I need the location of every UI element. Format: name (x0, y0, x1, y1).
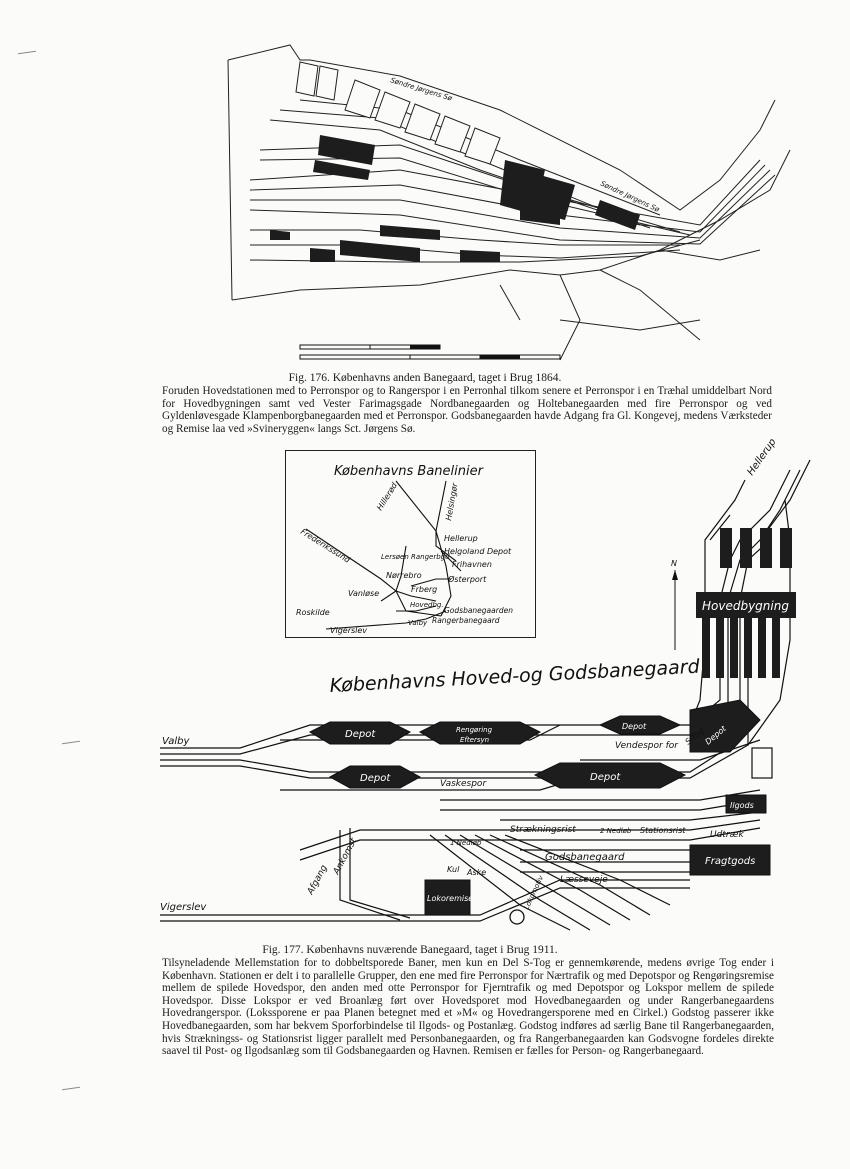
label-ilgods: Ilgods (730, 801, 754, 810)
label-vaskespor: Vaskespor (440, 779, 487, 789)
inset-place: Frberg (411, 585, 437, 594)
label-vendespor: Vendespor for (615, 741, 679, 751)
fig176-caption-title: Fig. 176. Københavns anden Banegaard, ta… (288, 372, 562, 384)
label-kul: Kul (447, 865, 460, 874)
label-rengoring: Rengøring (456, 726, 493, 734)
label-depot-2: Depot (360, 773, 391, 784)
depot-block (598, 715, 682, 735)
inset-place: Vanløse (348, 589, 379, 598)
fig177-plan: Københavns Hoved-og Godsbanegaard N (160, 437, 811, 931)
inset-place: Valby (408, 619, 428, 627)
label-aske: Aske (466, 868, 486, 877)
label-afgang: Afgang (305, 863, 329, 897)
inset-place: Frihavnen (452, 560, 492, 569)
hovedbygning-block: Hovedbygning (696, 528, 796, 678)
label-lokoremise: Lokoremise (427, 894, 473, 903)
inset-place: Hellerup (444, 534, 478, 543)
label-valby: Valby (162, 736, 190, 747)
label-depot-1: Depot (345, 729, 376, 740)
inset-place: Lersøen Rangerbgd (381, 553, 450, 561)
svg-text:N: N (671, 559, 677, 568)
label-nedlob-2: 2 Nedløb (600, 827, 632, 835)
north-arrow: N (671, 559, 678, 650)
depot-block (418, 721, 542, 745)
svg-text:Hovedbygning: Hovedbygning (702, 599, 789, 613)
inset-place: Rangerbanegaard (432, 616, 500, 625)
label-vigerslev: Vigerslev (160, 902, 207, 913)
inset-place: Hovedbg. (410, 601, 444, 609)
label-depot-4: Depot (622, 722, 647, 731)
label-stationsrist: Stationsrist (640, 826, 686, 835)
label-godsbanegaard: Godsbanegaard (545, 852, 625, 863)
margin-mark (62, 1086, 80, 1091)
label-losseveje: Læsseveje (560, 875, 608, 885)
label-udtraek: Udtræk (710, 830, 744, 840)
inset-place: Nørrebro (386, 571, 422, 580)
inset-place: Roskilde (296, 608, 330, 617)
inset-place: Vigerslev (330, 626, 367, 635)
depot-block (533, 762, 687, 789)
inset-place: Godsbanegaarden (444, 606, 513, 615)
inset-place: Østerport (447, 574, 487, 584)
label-hellerup: Hellerup (745, 437, 778, 478)
inset-place: Helgoland Depot (444, 547, 512, 556)
fig177-caption-text: Tilsyneladende Mellemstation for to dobb… (162, 957, 774, 1058)
label-eftersyn: Eftersyn (460, 736, 489, 744)
inset-map-title: Københavns Banelinier (334, 464, 485, 479)
fig176-plan: Søndre Jørgens Sø Søndre Jørgens Sø (227, 44, 791, 361)
inset-map: Københavns Banelinier Hillerød Helsingør… (285, 450, 536, 638)
label-fragtgods: Fragtgods (705, 856, 755, 867)
inset-map-drawing: Københavns Banelinier Hillerød Helsingør… (296, 464, 513, 635)
label-strakningsrist: Strækningsrist (510, 825, 576, 835)
depot-block (308, 721, 412, 745)
label-depot-3: Depot (590, 772, 621, 783)
plan-title: Københavns Hoved-og Godsbanegaard (329, 656, 701, 697)
fig176-caption-text: Foruden Hovedstationen med to Perronspor… (162, 385, 772, 435)
depot-block (328, 765, 422, 789)
depot-block (689, 699, 761, 753)
label-nedlob-1: 1 Nedløb (450, 839, 482, 847)
label-ankomst: Ankomst (331, 836, 359, 877)
fig177-caption-title: Fig. 177. Københavns nuværende Banegaard… (262, 944, 558, 956)
